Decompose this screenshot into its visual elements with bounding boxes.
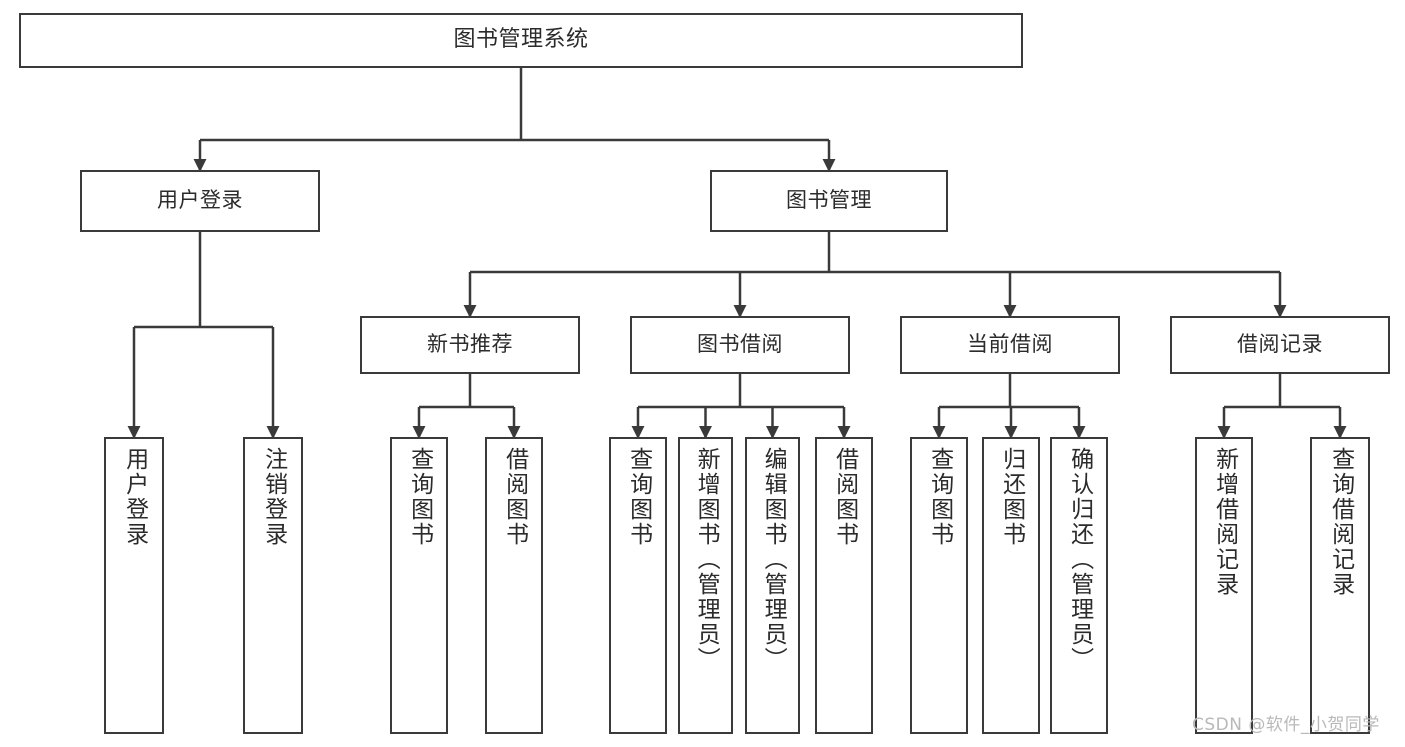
node-label: 归还图书 [998, 447, 1025, 547]
node-label: 查询借阅记录 [1327, 447, 1354, 597]
node-label: 新增借阅记录 [1211, 447, 1238, 597]
node-label: 确认归还（管理员） [1066, 447, 1093, 672]
node-leaf-borrow-2[interactable]: 借阅图书 [815, 437, 873, 734]
node-label: 新书推荐 [427, 332, 513, 357]
node-leaf-return[interactable]: 归还图书 [982, 437, 1040, 734]
node-label: 图书管理系统 [453, 27, 589, 53]
node-leaf-query-3[interactable]: 查询图书 [910, 437, 968, 734]
node-new-book-rec[interactable]: 新书推荐 [360, 316, 580, 374]
node-label: 注销登录 [260, 447, 287, 547]
node-label: 借阅图书 [501, 447, 528, 547]
node-user-login[interactable]: 用户登录 [80, 170, 320, 232]
node-leaf-logout[interactable]: 注销登录 [243, 437, 303, 734]
node-leaf-add-book[interactable]: 新增图书（管理员） [678, 437, 733, 734]
node-label: 借阅记录 [1237, 332, 1323, 357]
node-label: 用户登录 [121, 447, 148, 547]
node-borrow-records[interactable]: 借阅记录 [1170, 316, 1390, 374]
node-label: 当前借阅 [967, 332, 1053, 357]
node-label: 用户登录 [157, 188, 243, 213]
node-leaf-user-login[interactable]: 用户登录 [104, 437, 164, 734]
node-leaf-edit-book[interactable]: 编辑图书（管理员） [745, 437, 800, 734]
node-leaf-query-rec[interactable]: 查询借阅记录 [1310, 437, 1370, 734]
node-label: 查询图书 [406, 447, 433, 547]
node-label: 查询图书 [625, 447, 652, 547]
node-book-manage[interactable]: 图书管理 [710, 170, 948, 232]
node-label: 编辑图书（管理员） [760, 447, 787, 672]
node-leaf-add-record[interactable]: 新增借阅记录 [1195, 437, 1253, 734]
node-label: 图书借阅 [697, 332, 783, 357]
node-root[interactable]: 图书管理系统 [19, 13, 1023, 68]
node-leaf-query-1[interactable]: 查询图书 [390, 437, 448, 734]
node-leaf-confirm[interactable]: 确认归还（管理员） [1050, 437, 1108, 734]
node-label: 借阅图书 [831, 447, 858, 547]
node-leaf-borrow-1[interactable]: 借阅图书 [485, 437, 543, 734]
node-label: 查询图书 [926, 447, 953, 547]
node-current-borrow[interactable]: 当前借阅 [900, 316, 1120, 374]
node-label: 图书管理 [786, 188, 872, 213]
node-book-borrow[interactable]: 图书借阅 [630, 316, 850, 374]
node-leaf-query-2[interactable]: 查询图书 [609, 437, 667, 734]
watermark-text: CSDN @软件_小贺同学 [1192, 715, 1380, 735]
node-label: 新增图书（管理员） [693, 447, 720, 672]
